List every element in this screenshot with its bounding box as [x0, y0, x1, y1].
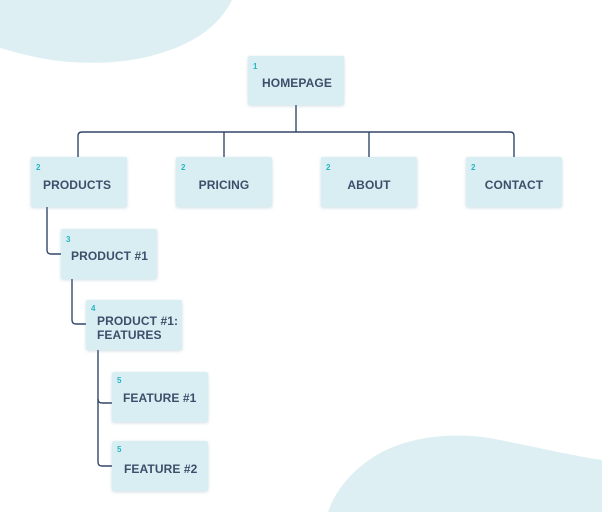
connector-features-to-feature1 [97, 350, 112, 404]
node-label: FEATURE #2 [124, 462, 198, 476]
node-level-number: 1 [253, 62, 258, 71]
node-level-number: 2 [326, 163, 331, 172]
node-pricing: 2 PRICING [176, 157, 272, 207]
node-label: PRODUCTS [43, 178, 112, 192]
node-label-line-2: FEATURES [97, 328, 162, 342]
node-feature-2: 5 FEATURE #2 [112, 441, 208, 491]
connector-products-to-product1 [46, 207, 61, 255]
connector-level2-bar [77, 131, 515, 157]
node-level-number: 2 [36, 163, 41, 172]
node-contact: 2 CONTACT [466, 157, 562, 207]
node-level-number: 3 [66, 235, 71, 244]
bottom-right-blob [328, 435, 602, 512]
node-label: ABOUT [347, 178, 391, 192]
node-about: 2 ABOUT [321, 157, 417, 207]
node-products: 2 PRODUCTS [31, 157, 127, 207]
node-label: CONTACT [484, 178, 544, 192]
node-feature-1: 5 FEATURE #1 [112, 372, 208, 422]
node-level-number: 2 [181, 163, 186, 172]
node-product-1: 3 PRODUCT #1 [61, 229, 157, 279]
connector-product1-to-features [71, 279, 86, 325]
top-left-blob [0, 0, 232, 63]
node-label: FEATURE #1 [123, 391, 197, 405]
node-level-number: 5 [117, 376, 122, 385]
node-label: PRODUCT #1 [71, 249, 149, 263]
node-level-number: 4 [91, 304, 96, 313]
node-homepage: 1 HOMEPAGE [248, 56, 344, 105]
node-level-number: 5 [117, 445, 122, 454]
node-label-line-1: PRODUCT #1: [97, 314, 179, 328]
node-label: HOMEPAGE [262, 76, 332, 90]
node-product-1-features: 4 PRODUCT #1: FEATURES [86, 300, 182, 350]
connector-features-to-feature2 [97, 399, 112, 467]
node-level-number: 2 [471, 163, 476, 172]
node-label: PRICING [198, 178, 250, 192]
